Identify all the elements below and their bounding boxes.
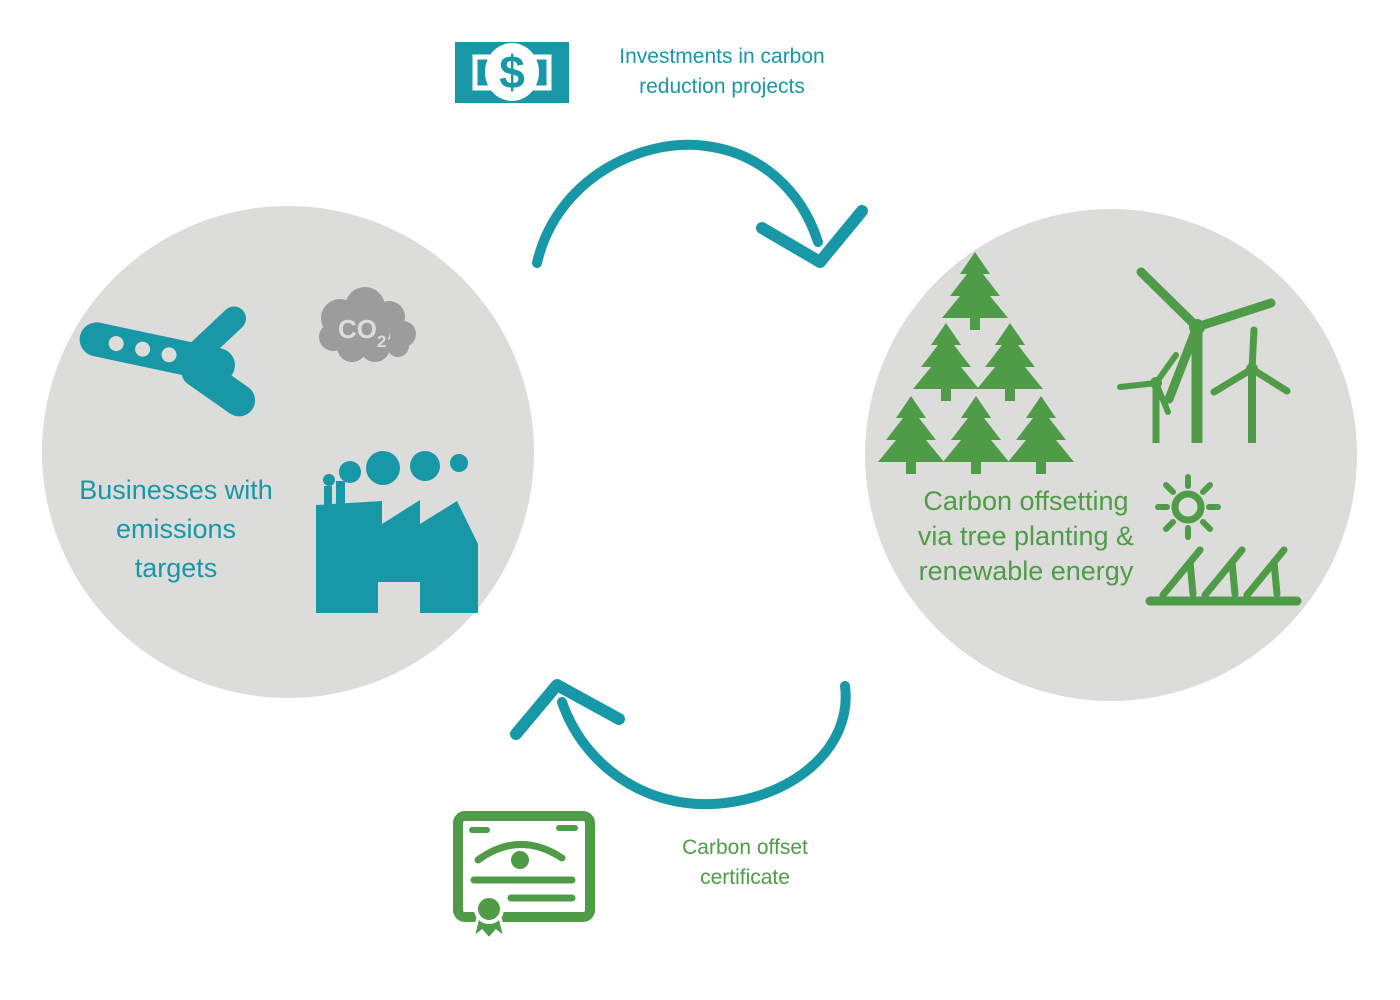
left-circle-label: Businesses with emissions targets [79,475,273,583]
co2-label: CO2 [338,314,386,351]
wind-turbine-icon [1210,326,1291,443]
solar-panel-icon [1145,546,1302,606]
wind-turbine-icon [1117,352,1179,443]
cycle-arrow-top-icon [532,139,868,268]
investment-flow-label: Investments in carbon reduction projects [619,45,825,98]
money-bill-icon: $ [455,42,569,103]
chimney-icon [336,481,345,505]
dollar-sign-icon: $ [499,46,525,98]
right-circle-label: Carbon offsetting via tree planting & re… [917,486,1135,586]
arrowhead-right-icon [756,205,868,268]
certificate-flow-label: Carbon offset certificate [682,836,808,889]
airplane-icon [79,306,256,417]
certificate-icon [453,811,595,942]
right-circle [865,209,1357,701]
wind-turbine-icon [1136,267,1276,443]
smoke-dots-icon [323,451,468,486]
medal-seal-icon [474,894,504,924]
left-circle [42,206,534,698]
factory-icon [316,451,478,613]
co2-cloud-icon: CO2 [319,287,416,362]
arrowhead-left-icon [510,679,625,740]
chimney-icon [324,486,332,505]
cycle-arrow-bottom-icon [510,679,851,810]
sun-icon [1155,474,1221,540]
